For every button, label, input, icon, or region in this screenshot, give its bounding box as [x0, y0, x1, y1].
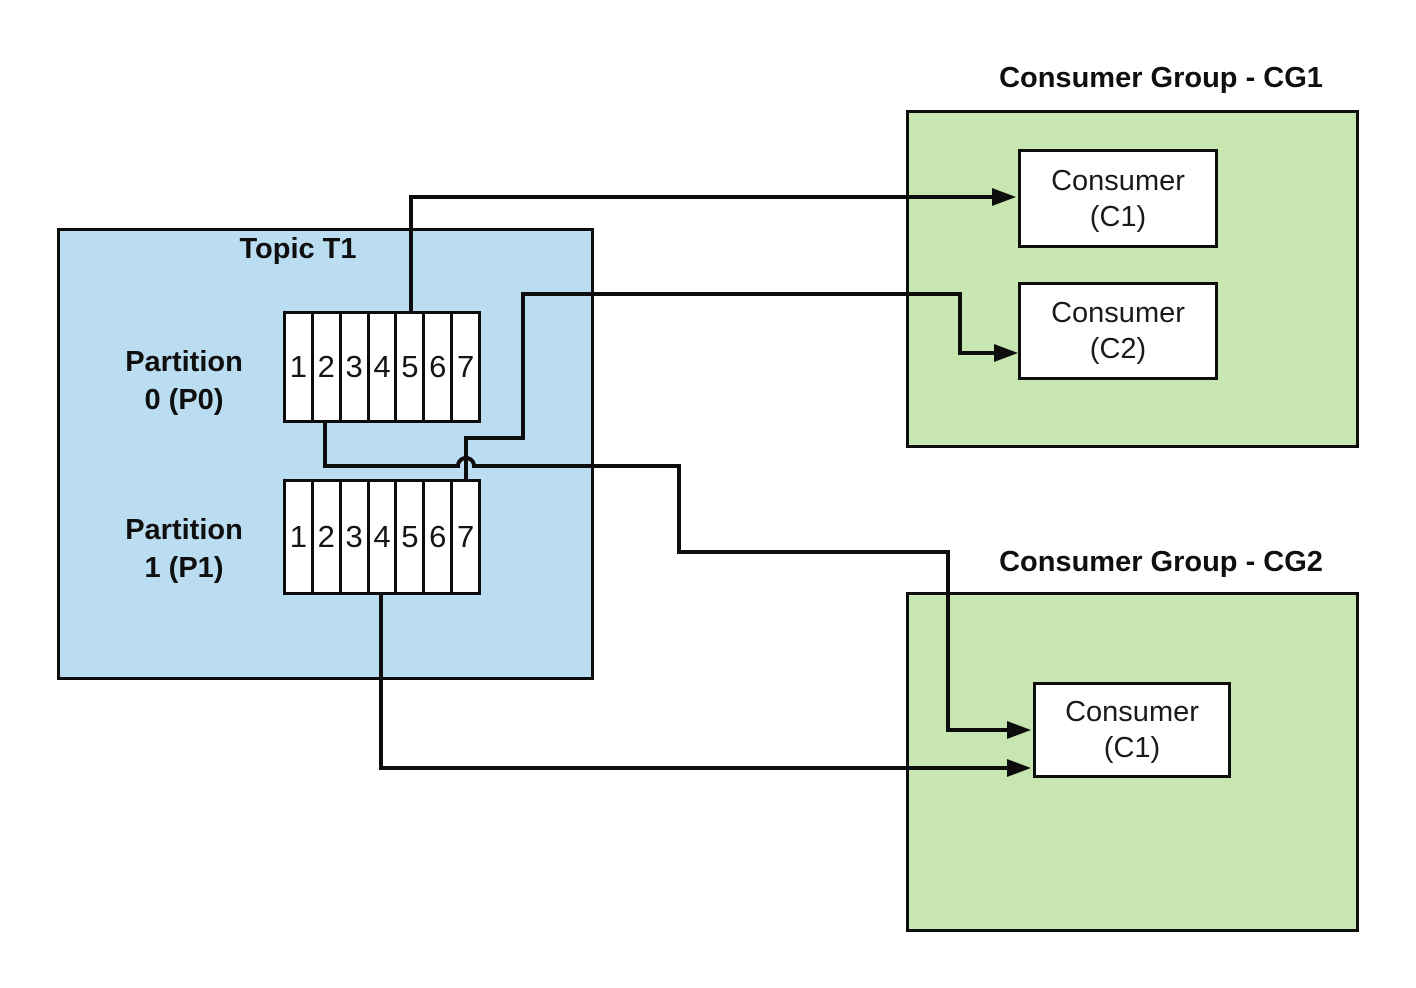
message-cell: 6 — [425, 482, 454, 592]
partition-label-line: 0 (P0) — [144, 384, 224, 416]
message-cell: 1 — [286, 314, 314, 420]
partition-label-line: Partition — [125, 346, 243, 378]
message-cell: 5 — [397, 314, 426, 420]
consumer-node-cg1-c2: Consumer (C2) — [1018, 282, 1218, 380]
consumer-name-line: (C1) — [1089, 200, 1147, 233]
message-cell: 1 — [286, 482, 314, 592]
consumer-name-line: (C2) — [1089, 333, 1147, 365]
partition-0-label: Partition 0 (P0) — [80, 343, 288, 419]
consumer-group-1-title: Consumer Group - CG1 — [999, 62, 1323, 94]
consumer-name-line: Consumer — [1051, 164, 1185, 197]
partition-0-cells: 1 2 3 4 5 6 7 — [283, 311, 481, 423]
consumer-group-2-title: Consumer Group - CG2 — [999, 546, 1323, 578]
consumer-node-cg2-c1: Consumer (C1) — [1033, 682, 1231, 778]
message-cell: 4 — [369, 482, 398, 592]
message-cell: 6 — [425, 314, 454, 420]
consumer-name-line: (C1) — [1103, 732, 1161, 764]
message-cell: 3 — [341, 314, 370, 420]
topic-title: Topic T1 — [239, 233, 357, 265]
partition-label-line: Partition — [125, 514, 243, 546]
partition-label-line: 1 (P1) — [144, 552, 224, 584]
message-cell: 2 — [313, 482, 342, 592]
partition-1-cells: 1 2 3 4 5 6 7 — [283, 479, 481, 595]
partition-1-label: Partition 1 (P1) — [80, 511, 288, 587]
message-cell: 7 — [453, 314, 479, 420]
message-cell: 7 — [453, 482, 479, 592]
consumer-node-cg1-c1: Consumer (C1) — [1018, 149, 1218, 248]
consumer-name-line: Consumer — [1051, 297, 1185, 329]
message-cell: 5 — [397, 482, 426, 592]
message-cell: 3 — [341, 482, 370, 592]
topic-t1-box — [57, 228, 594, 680]
message-cell: 2 — [313, 314, 342, 420]
consumer-name-line: Consumer — [1065, 696, 1199, 728]
message-cell: 4 — [369, 314, 398, 420]
